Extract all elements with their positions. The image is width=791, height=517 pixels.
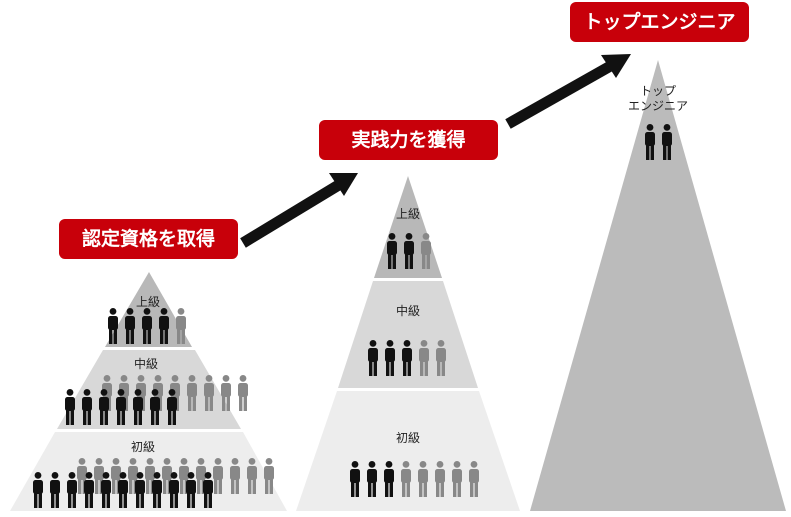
person-icon: [419, 340, 429, 376]
person-icon: [50, 472, 60, 508]
person-icon: [385, 340, 395, 376]
person-icon: [645, 124, 655, 160]
person-icon: [387, 233, 397, 269]
person-icon: [264, 458, 274, 494]
person-icon: [452, 461, 462, 497]
stage1-title: 認定資格を取得: [59, 219, 238, 259]
person-icon: [176, 308, 186, 344]
person-icon: [435, 461, 445, 497]
arrow-2: [505, 54, 631, 129]
top-engineer-label-line2: エンジニア: [627, 99, 689, 113]
person-icon: [186, 472, 196, 508]
person-icon: [167, 389, 177, 425]
person-icon: [213, 458, 223, 494]
person-icon: [116, 389, 126, 425]
pyramid-2-level-top: 上級: [395, 207, 421, 221]
person-icon: [99, 389, 109, 425]
person-icon: [421, 233, 431, 269]
person-icon: [150, 389, 160, 425]
stage2-title: 実践力を獲得: [319, 120, 498, 160]
person-icon: [469, 461, 479, 497]
person-icon: [187, 375, 197, 411]
person-icon: [203, 472, 213, 508]
pyramid-1-level-bottom: 初級: [130, 440, 156, 454]
person-icon: [367, 461, 377, 497]
person-icon: [436, 340, 446, 376]
person-icon: [152, 472, 162, 508]
pyramid-1-level-middle: 中級: [133, 357, 159, 371]
person-icon: [159, 308, 169, 344]
top-engineer-label-line1: トップ: [639, 84, 677, 98]
person-icon: [108, 308, 118, 344]
person-icon: [101, 472, 111, 508]
person-icon: [662, 124, 672, 160]
person-icon: [402, 340, 412, 376]
person-icon: [133, 389, 143, 425]
person-icon: [204, 375, 214, 411]
person-icon: [169, 472, 179, 508]
person-icon: [125, 308, 135, 344]
person-icon: [401, 461, 411, 497]
top-engineer-peak: [530, 60, 786, 511]
person-icon: [418, 461, 428, 497]
pyramid-1-level-top: 上級: [135, 295, 161, 309]
stage3-title: トップエンジニア: [570, 2, 749, 42]
person-icon: [135, 472, 145, 508]
people-layer: [33, 124, 672, 508]
person-icon: [142, 308, 152, 344]
person-icon: [230, 458, 240, 494]
person-icon: [118, 472, 128, 508]
person-icon: [82, 389, 92, 425]
person-icon: [221, 375, 231, 411]
arrow-1: [240, 173, 358, 248]
person-icon: [238, 375, 248, 411]
person-icon: [33, 472, 43, 508]
person-icon: [384, 461, 394, 497]
person-icon: [84, 472, 94, 508]
pyramid-2-level-bottom: 初級: [395, 431, 421, 445]
person-icon: [368, 340, 378, 376]
person-icon: [404, 233, 414, 269]
person-icon: [65, 389, 75, 425]
person-icon: [350, 461, 360, 497]
person-icon: [67, 472, 77, 508]
pyramid-2-level-middle: 中級: [395, 304, 421, 318]
person-icon: [247, 458, 257, 494]
